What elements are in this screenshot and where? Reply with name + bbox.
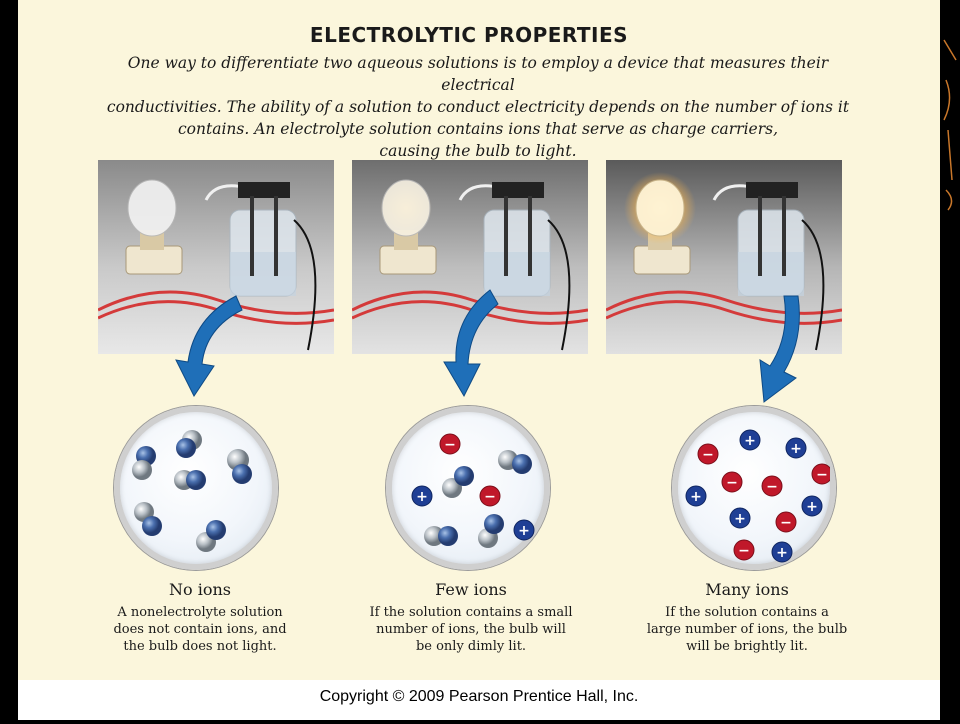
cation: + bbox=[771, 541, 793, 563]
cation: + bbox=[513, 519, 535, 541]
molecule-view-few-ions: − − + + bbox=[386, 406, 550, 570]
anion: − bbox=[733, 539, 755, 561]
caption-line: the bulb does not light. bbox=[123, 639, 277, 654]
anion-charge: − bbox=[766, 479, 778, 495]
cation: + bbox=[685, 485, 707, 507]
cation-charge: + bbox=[776, 545, 788, 561]
photo-many-ions bbox=[606, 160, 842, 354]
intro-line: One way to differentiate two aqueous sol… bbox=[127, 54, 829, 94]
copyright-notice: Copyright © 2009 Pearson Prentice Hall, … bbox=[319, 688, 639, 705]
caption-title-many-ions: Many ions bbox=[705, 580, 789, 599]
arrow-icon bbox=[759, 295, 800, 403]
caption-line: does not contain ions, and bbox=[113, 622, 287, 637]
anion-charge: − bbox=[738, 543, 750, 559]
caption-line: A nonelectrolyte solution bbox=[117, 605, 283, 620]
molecule bbox=[227, 449, 252, 484]
anion: − bbox=[775, 511, 797, 533]
caption-title-no-ions: No ions bbox=[169, 580, 231, 599]
anion: − bbox=[697, 443, 719, 465]
decorative-squiggle-icon bbox=[943, 39, 957, 211]
caption-line: large number of ions, the bulb bbox=[646, 622, 848, 637]
anion-charge: − bbox=[816, 467, 828, 483]
molecule bbox=[132, 446, 156, 480]
anion: − bbox=[721, 471, 743, 493]
intro-line: causing the bulb to light. bbox=[379, 142, 577, 160]
anion-charge: − bbox=[484, 489, 496, 505]
caption-line: number of ions, the bulb will bbox=[376, 622, 566, 637]
molecule bbox=[424, 526, 458, 546]
slide-title: ELECTROLYTIC PROPERTIES bbox=[309, 23, 629, 47]
cation-charge: + bbox=[416, 489, 428, 505]
caption-title-few-ions: Few ions bbox=[435, 580, 507, 599]
anion: − bbox=[811, 463, 830, 485]
molecule bbox=[134, 502, 162, 536]
molecule-view-many-ions: + + + + + + − − − − − − bbox=[672, 406, 836, 570]
intro-paragraph: One way to differentiate two aqueous sol… bbox=[98, 52, 858, 162]
anion: − bbox=[479, 485, 501, 507]
caption-no-ions: A nonelectrolyte solution does not conta… bbox=[80, 604, 320, 655]
cation-charge: + bbox=[518, 523, 530, 539]
molecule bbox=[174, 470, 206, 490]
caption-many-ions: If the solution contains a large number … bbox=[627, 604, 867, 655]
slide-panel: ELECTROLYTIC PROPERTIES One way to diffe… bbox=[18, 0, 940, 680]
side-decoration bbox=[940, 0, 960, 720]
cation-charge: + bbox=[744, 433, 756, 449]
cation-charge: + bbox=[690, 489, 702, 505]
cation: + bbox=[739, 429, 761, 451]
anion-charge: − bbox=[702, 447, 714, 463]
molecule-view-no-ions bbox=[114, 406, 278, 570]
cation-charge: + bbox=[734, 511, 746, 527]
cation: + bbox=[411, 485, 433, 507]
anion-charge: − bbox=[780, 515, 792, 531]
callout-arrows bbox=[175, 289, 800, 403]
footer-bar: Copyright © 2009 Pearson Prentice Hall, … bbox=[18, 680, 940, 720]
caption-few-ions: If the solution contains a small number … bbox=[351, 604, 591, 655]
cation: + bbox=[785, 437, 807, 459]
arrow-icon bbox=[175, 295, 243, 397]
cation-charge: + bbox=[790, 441, 802, 457]
caption-line: If the solution contains a bbox=[665, 605, 829, 620]
arrow-icon bbox=[443, 289, 499, 398]
molecule bbox=[176, 430, 202, 458]
cation-charge: + bbox=[806, 499, 818, 515]
cation: + bbox=[729, 507, 751, 529]
molecule bbox=[442, 466, 474, 498]
caption-line: be only dimly lit. bbox=[415, 639, 527, 654]
cation: + bbox=[801, 495, 823, 517]
caption-line: will be brightly lit. bbox=[686, 639, 808, 654]
anion: − bbox=[761, 475, 783, 497]
molecule bbox=[196, 520, 226, 552]
intro-line: contains. An electrolyte solution contai… bbox=[177, 120, 779, 138]
molecule bbox=[498, 450, 532, 474]
molecule bbox=[478, 514, 504, 548]
caption-line: If the solution contains a small bbox=[369, 605, 573, 620]
anion: − bbox=[439, 433, 461, 455]
intro-line: conductivities. The ability of a solutio… bbox=[106, 98, 850, 116]
anion-charge: − bbox=[726, 475, 738, 491]
anion-charge: − bbox=[444, 437, 456, 453]
